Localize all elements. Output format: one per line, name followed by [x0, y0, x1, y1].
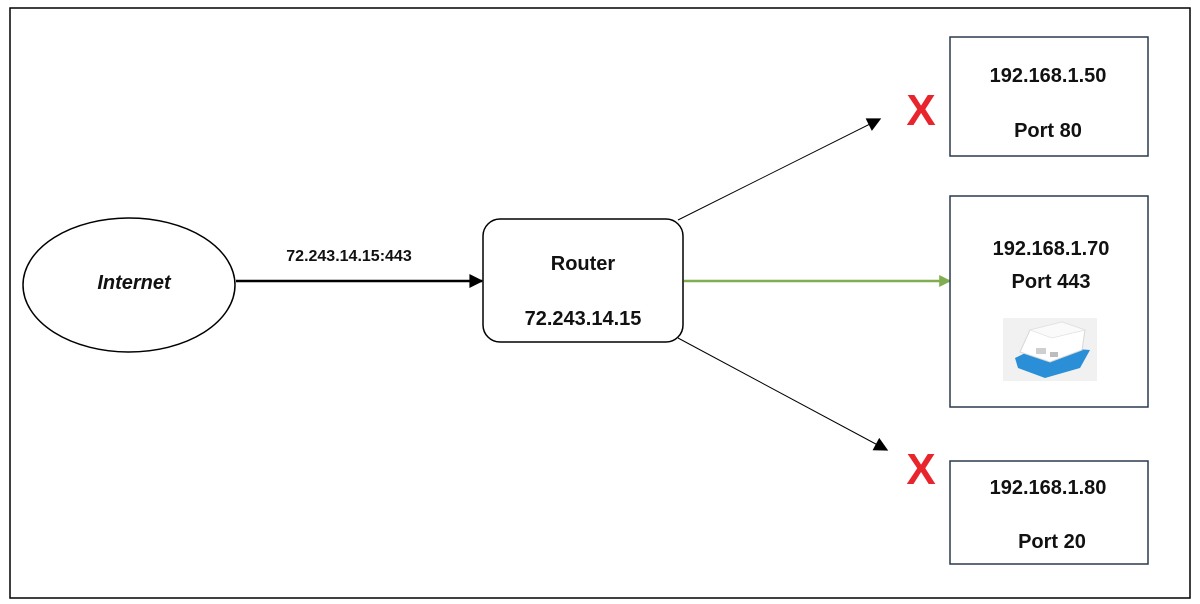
- host-node-50: 192.168.1.50 Port 80: [949, 36, 1149, 157]
- raspberry-pi-device-icon: [1003, 318, 1097, 381]
- internet-label: Internet: [97, 272, 172, 294]
- router-to-host-80-arrow: [677, 337, 889, 451]
- internet-node: Internet: [22, 217, 236, 353]
- host-node-70: 192.168.1.70 Port 443: [949, 195, 1149, 408]
- host-ip: 192.168.1.70: [993, 238, 1110, 260]
- host-box: [949, 460, 1149, 565]
- blocked-x-icon: X: [906, 445, 935, 494]
- router-node: Router 72.243.14.15: [482, 218, 684, 343]
- host-port: Port 20: [1018, 531, 1086, 553]
- blocked-x-icon: X: [906, 86, 935, 135]
- router-box: [482, 218, 684, 343]
- router-ip: 72.243.14.15: [525, 308, 642, 330]
- host-port: Port 443: [1012, 271, 1091, 293]
- router-title: Router: [551, 253, 616, 275]
- host-box: [949, 36, 1149, 157]
- router-to-host-50-arrow: [677, 118, 882, 221]
- host-ip: 192.168.1.80: [990, 477, 1107, 499]
- host-node-80: 192.168.1.80 Port 20: [949, 460, 1149, 565]
- host-port: Port 80: [1014, 120, 1082, 142]
- host-ip: 192.168.1.50: [990, 65, 1107, 87]
- internet-ellipse: [22, 217, 236, 353]
- link-label: 72.243.14.15:443: [286, 248, 412, 265]
